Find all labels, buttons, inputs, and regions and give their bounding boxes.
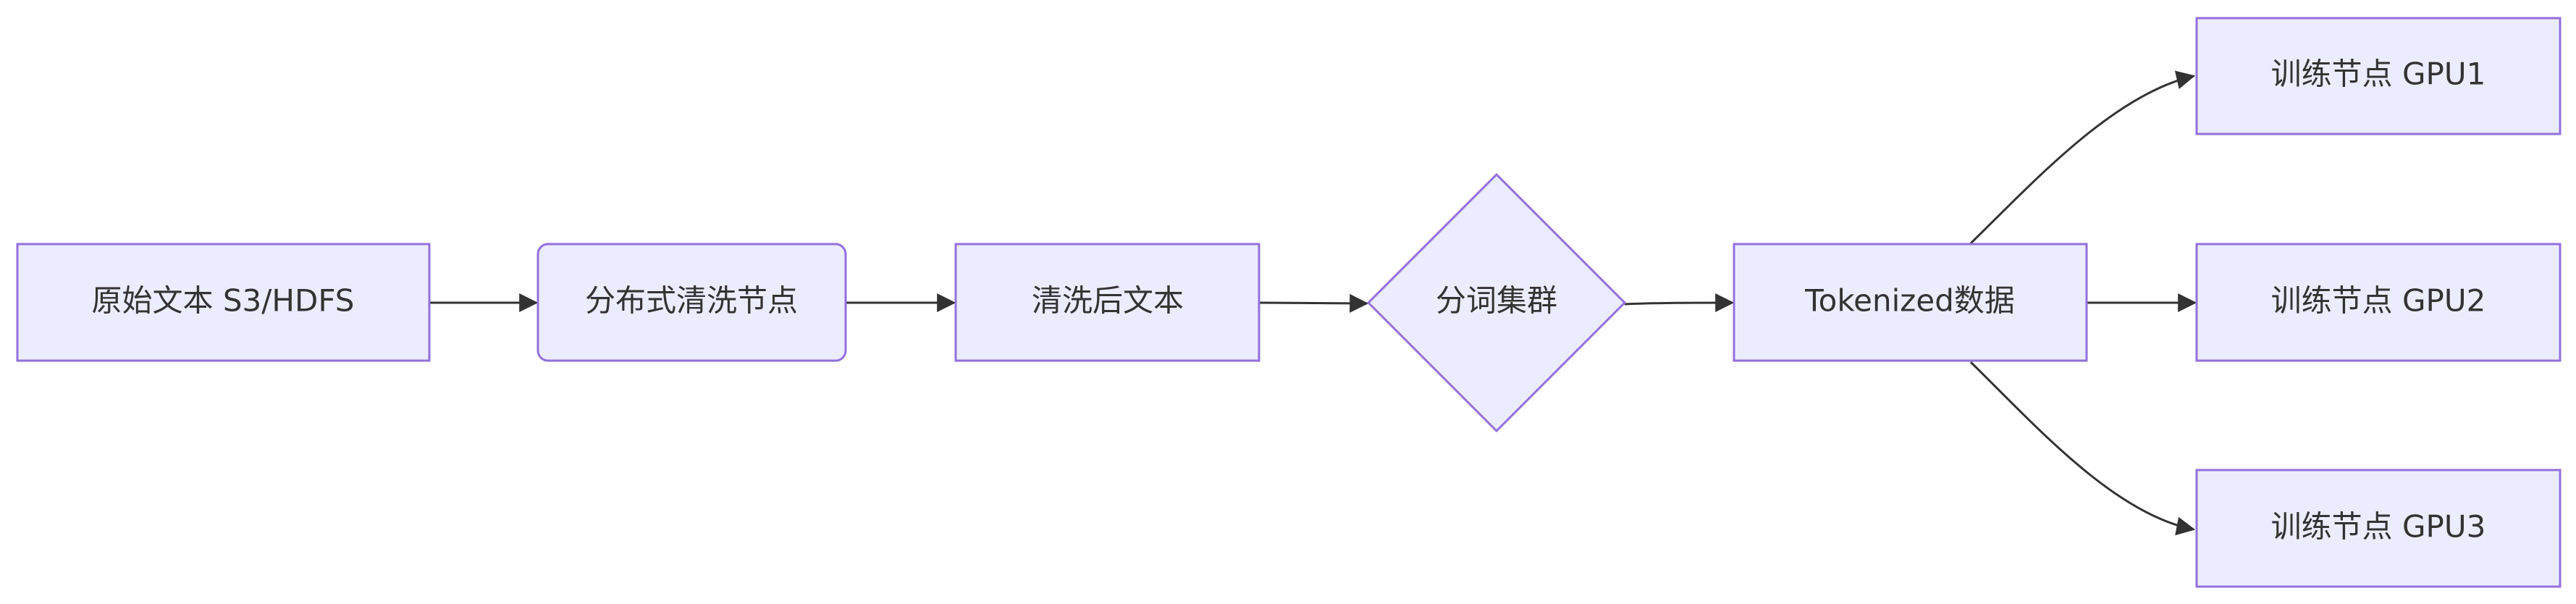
node-cleaning-nodes-label: 分布式清洗节点 bbox=[585, 283, 798, 319]
node-gpu2-label: 训练节点 GPU2 bbox=[2271, 283, 2486, 319]
node-gpu2[interactable]: 训练节点 GPU2 bbox=[2195, 243, 2562, 362]
node-tokenizer-cluster[interactable]: 分词集群 bbox=[1366, 172, 1627, 433]
node-tokenized-data[interactable]: Tokenized数据 bbox=[1733, 243, 2088, 362]
node-gpu1[interactable]: 训练节点 GPU1 bbox=[2195, 17, 2562, 135]
node-gpu3[interactable]: 训练节点 GPU3 bbox=[2195, 469, 2562, 588]
node-cleaned-text-label: 清洗后文本 bbox=[1032, 283, 1184, 319]
node-tokenized-data-label: Tokenized数据 bbox=[1804, 283, 2015, 319]
node-gpu3-label: 训练节点 GPU3 bbox=[2271, 509, 2486, 545]
node-raw-text[interactable]: 原始文本 S3/HDFS bbox=[16, 243, 431, 362]
node-cleaning-nodes[interactable]: 分布式清洗节点 bbox=[536, 243, 847, 362]
edge-tokenized-to-gpu1 bbox=[1969, 70, 2196, 245]
node-gpu1-label: 训练节点 GPU1 bbox=[2271, 56, 2486, 92]
node-tokenizer-cluster-label: 分词集群 bbox=[1436, 283, 1557, 319]
node-cleaned-text[interactable]: 清洗后文本 bbox=[954, 243, 1260, 362]
edge-tokenized-to-gpu3 bbox=[1969, 361, 2196, 536]
edge-tokenizer-to-tokenized bbox=[1624, 293, 1735, 313]
edges bbox=[429, 70, 2197, 536]
node-raw-text-label: 原始文本 S3/HDFS bbox=[92, 283, 355, 319]
